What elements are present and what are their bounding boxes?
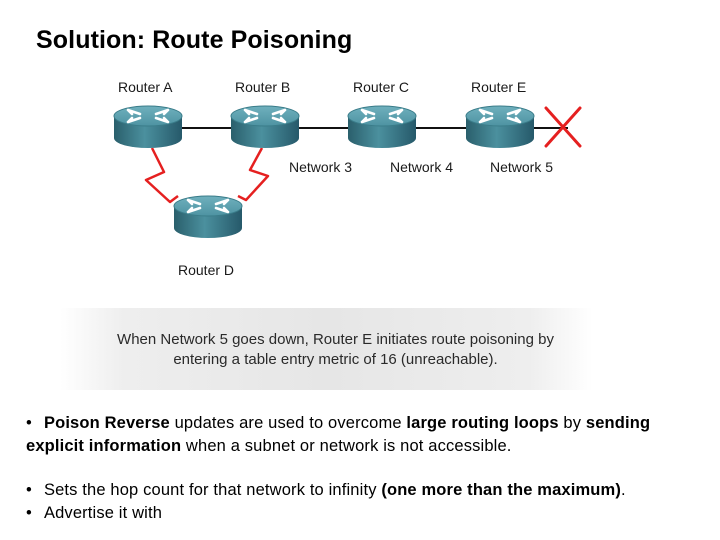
router-a-label: Router A bbox=[118, 79, 173, 95]
router-e-label: Router E bbox=[471, 79, 526, 95]
bullet-text: updates are used to overcome bbox=[169, 414, 407, 432]
bullet-marker: • bbox=[26, 504, 32, 522]
router-b-icon bbox=[229, 104, 301, 150]
router-c-label: Router C bbox=[353, 79, 409, 95]
bullet-poison-reverse: • Poison Reverse updates are used to over… bbox=[26, 412, 706, 458]
slide-title: Solution: Route Poisoning bbox=[36, 26, 353, 54]
bullet-text: when a subnet or network is not accessib… bbox=[181, 437, 512, 455]
caption-line-1: When Network 5 goes down, Router E initi… bbox=[117, 331, 554, 348]
network-diagram: Router A Router B Router C Router E Rout… bbox=[112, 79, 582, 278]
bullet-text: Advertise it with bbox=[43, 504, 163, 522]
router-e-icon bbox=[464, 104, 536, 150]
term-explicit-information: explicit information bbox=[26, 437, 182, 455]
link-failure-x-icon bbox=[544, 106, 582, 148]
caption-line-2: entering a table entry metric of 16 (unr… bbox=[173, 351, 498, 368]
router-b-label: Router B bbox=[235, 79, 290, 95]
term-poison-reverse: Poison Reverse bbox=[43, 414, 170, 432]
bullet-text: by bbox=[558, 414, 586, 432]
router-c-icon bbox=[346, 104, 418, 150]
network-4-label: Network 4 bbox=[390, 159, 453, 175]
term-one-more-than-maximum: (one more than the maximum) bbox=[381, 481, 621, 499]
wan-link-b-d bbox=[237, 147, 270, 202]
bullet-hop-count: • Sets the hop count for that network to … bbox=[26, 479, 706, 502]
network-3-label: Network 3 bbox=[289, 159, 352, 175]
bullet-marker: • bbox=[26, 481, 32, 499]
bullet-advertise: • Advertise it with bbox=[26, 502, 706, 525]
router-d-label: Router D bbox=[178, 262, 234, 278]
caption-background bbox=[60, 308, 593, 390]
term-large-routing-loops: large routing loops bbox=[406, 414, 559, 432]
bullet-marker: • bbox=[26, 414, 32, 432]
network-5-label: Network 5 bbox=[490, 159, 553, 175]
wan-link-a-d bbox=[144, 147, 179, 204]
bullet-text: Sets the hop count for that network to i… bbox=[43, 481, 382, 499]
router-a-icon bbox=[112, 104, 184, 150]
bullet-text: . bbox=[621, 481, 626, 499]
term-sending: sending bbox=[585, 414, 651, 432]
diagram-caption: When Network 5 goes down, Router E initi… bbox=[60, 330, 593, 370]
router-d-icon bbox=[172, 194, 244, 240]
bullet-list: • Poison Reverse updates are used to over… bbox=[26, 412, 706, 525]
